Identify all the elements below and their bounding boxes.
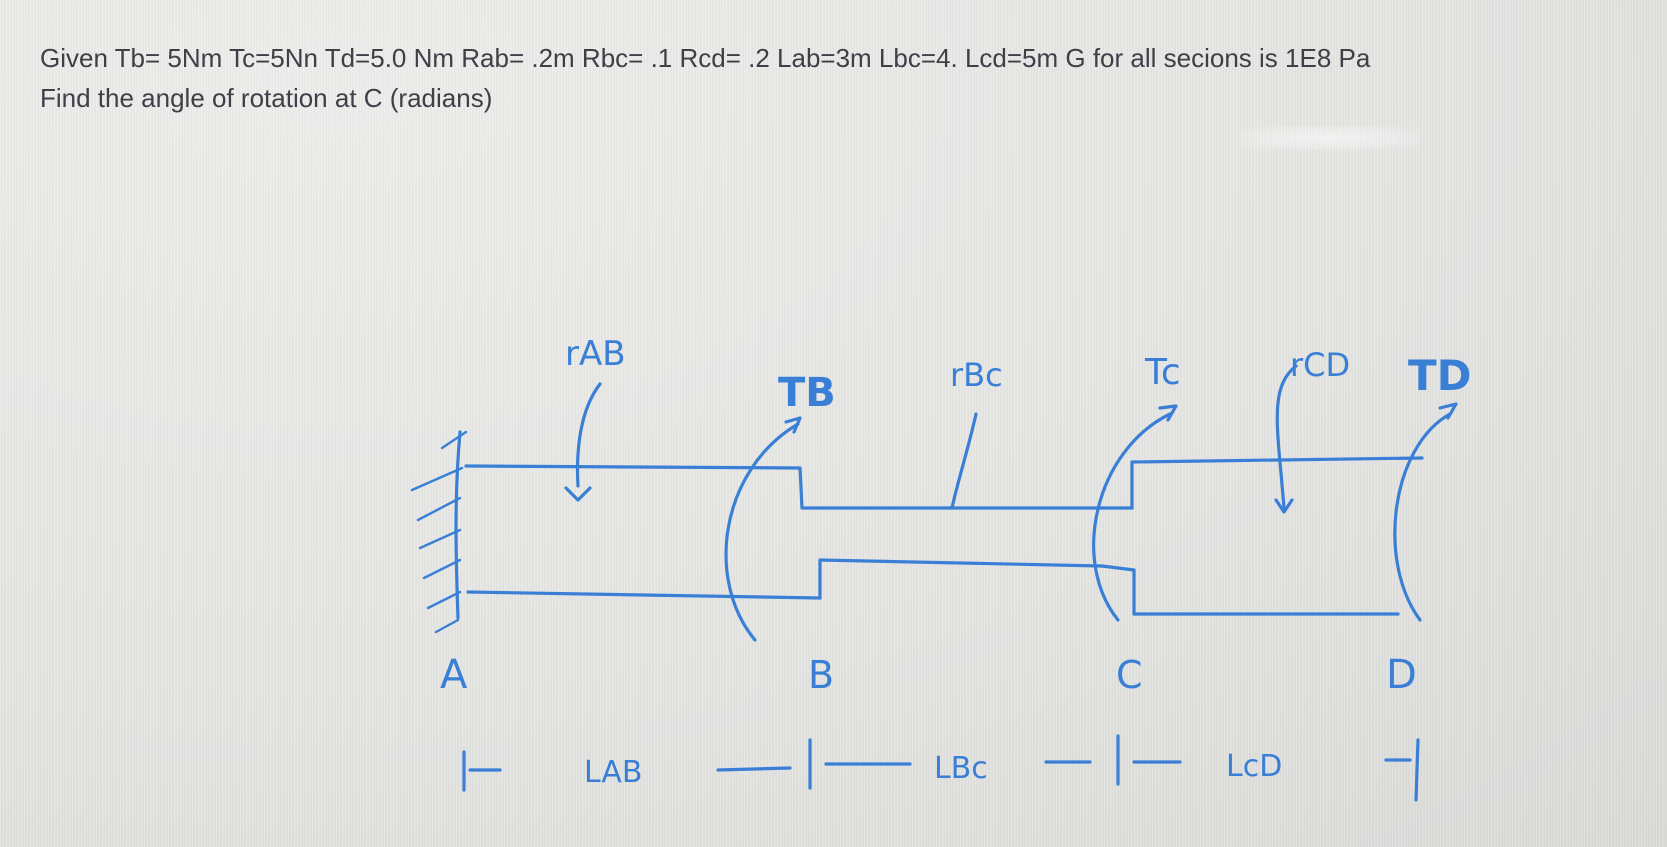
step-b-lower	[818, 558, 1104, 600]
label-r-ab: rAB	[565, 334, 626, 374]
torque-c-arrow-head	[1158, 404, 1178, 422]
dimension-ab-line	[468, 766, 792, 772]
r-ab-leader	[575, 382, 602, 488]
step-c-lower	[1100, 564, 1400, 616]
r-ab-arrow-head	[564, 486, 592, 502]
label-l-ab: LAB	[584, 755, 643, 790]
label-l-cd: LcD	[1226, 749, 1282, 784]
label-point-b: B	[808, 653, 834, 697]
label-t-d: TD	[1408, 351, 1472, 400]
question-line-find: Find the angle of rotation at C (radians…	[40, 83, 493, 113]
torque-d-arrow-head	[1438, 402, 1458, 420]
label-t-c: Tc	[1144, 352, 1181, 393]
label-point-d: D	[1386, 652, 1417, 698]
question-line-given: Given Tb= 5Nm Tc=5Nn Td=5.0 Nm Rab= .2m …	[40, 43, 1371, 73]
label-l-bc: LBc	[934, 751, 988, 786]
dimension-bc-line	[824, 760, 1092, 766]
r-cd-leader	[1275, 364, 1298, 510]
label-point-c: C	[1116, 653, 1143, 697]
torque-b-arc	[724, 422, 800, 642]
question-text: Given Tb= 5Nm Tc=5Nn Td=5.0 Nm Rab= .2m …	[40, 38, 1640, 118]
dimension-cd-line	[1132, 758, 1412, 764]
fixed-wall	[454, 430, 462, 620]
wall-hatching	[410, 430, 468, 634]
shaft-ab-bottom	[466, 590, 822, 600]
torque-b-arrow-head	[784, 416, 802, 434]
dimension-end-tick	[1414, 738, 1420, 802]
label-r-cd: rCD	[1290, 346, 1350, 384]
torque-d-arc	[1393, 412, 1452, 622]
step-b-upper	[798, 466, 954, 510]
torque-c-arc	[1092, 412, 1172, 622]
r-cd-arrow-head	[1274, 498, 1294, 514]
screen-glare	[1240, 126, 1420, 150]
step-c-upper	[950, 456, 1424, 510]
label-point-a: A	[440, 652, 468, 698]
label-r-bc: rBc	[950, 356, 1003, 394]
r-bc-leader	[950, 412, 978, 510]
shaft-ab-top	[464, 464, 802, 470]
label-t-b: TB	[778, 370, 836, 416]
